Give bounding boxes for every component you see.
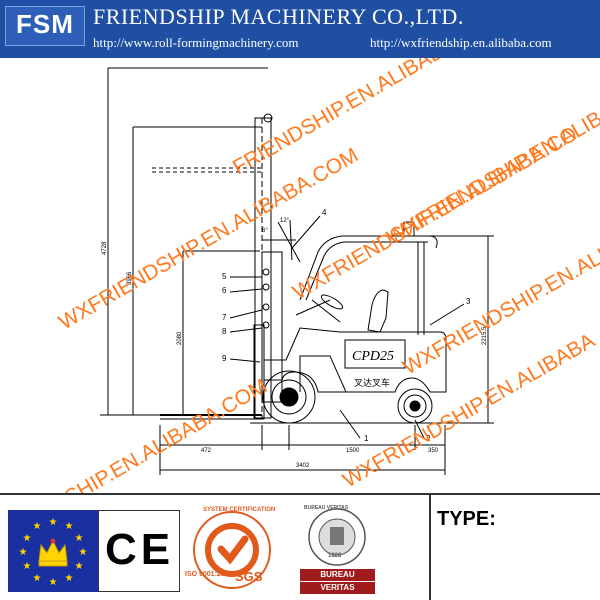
callout-1: 1: [364, 434, 369, 443]
mast-outer: [254, 117, 272, 419]
steering-column: [311, 299, 341, 323]
eu-stars-icon: ★★★ ★★★ ★★★ ★★★: [19, 517, 88, 588]
dim-rear-overhang: 350: [428, 448, 439, 454]
crown-icon: [38, 538, 68, 567]
svg-text:★: ★: [65, 521, 74, 532]
chassis-body: [263, 327, 447, 393]
svg-text:★: ★: [65, 573, 74, 584]
dim-right-height: 2215.5: [482, 326, 488, 345]
bv-line2: VERITAS: [300, 582, 375, 594]
tilt-back: 12°: [280, 218, 290, 224]
alibaba-link[interactable]: http://wxfriendship.en.alibaba.com: [370, 35, 552, 50]
tilt-forward: 6°: [262, 228, 268, 234]
svg-text:★: ★: [49, 577, 58, 588]
bureau-veritas-badge: BUREAU VERITAS 1828 BUREAU VERITAS: [300, 505, 375, 595]
header-banner: FSM FRIENDSHIP MACHINERY CO.,LTD. http:/…: [0, 0, 600, 58]
callout-9: 9: [222, 354, 227, 363]
callout-6: 6: [222, 286, 227, 295]
footer-divider: [0, 493, 600, 495]
dim-guard: 2080: [177, 331, 183, 345]
overhead-guard: [299, 235, 438, 301]
bv-top-text: BUREAU VERITAS: [304, 505, 349, 511]
type-label: TYPE:: [437, 508, 496, 530]
logo-text: FSM: [16, 9, 74, 39]
sgs-name: SGS: [235, 569, 263, 584]
callout-5: 5: [222, 272, 227, 281]
svg-text:★: ★: [75, 533, 84, 544]
svg-text:★: ★: [33, 521, 42, 532]
bv-seal-icon: [308, 508, 366, 566]
forklift-drawing: CPD25 叉达叉车 1 2 3 4 5 6 7 8 9 472 1500 3: [55, 58, 600, 493]
model-plate: CPD25: [352, 349, 394, 364]
dim-overall-length: 3402: [296, 463, 310, 469]
callout-8: 8: [222, 327, 227, 336]
svg-text:★: ★: [19, 547, 28, 558]
steering-wheel: [320, 294, 344, 310]
type-divider: [429, 495, 431, 600]
sgs-iso-text: ISO 9001:2000: [185, 571, 233, 578]
bv-year: 1828: [328, 553, 342, 559]
ce-mark: CE: [105, 525, 175, 574]
website-link[interactable]: http://www.roll-formingmachinery.com: [93, 35, 299, 50]
sgs-badge-title: SYSTEM CERTIFICATION: [203, 507, 276, 513]
callout-7: 7: [222, 313, 227, 322]
svg-text:★: ★: [49, 517, 58, 528]
model-plate-area: [344, 339, 406, 369]
dim-height-total: 4728: [102, 241, 108, 255]
mast-inner: [261, 251, 283, 403]
ce-mark-badge: CE: [98, 510, 180, 592]
dim-front-overhang: 472: [201, 448, 212, 454]
svg-text:★: ★: [23, 533, 32, 544]
brand-plate: 叉达叉车: [354, 377, 390, 389]
svg-text:★: ★: [23, 561, 32, 572]
svg-text:★: ★: [33, 573, 42, 584]
sgs-seal-icon: [193, 511, 271, 589]
callout-3: 3: [466, 297, 471, 306]
svg-text:★: ★: [75, 561, 84, 572]
dim-lift-height: 3966: [127, 271, 133, 285]
company-logo: FSM: [5, 6, 85, 46]
dim-wheelbase: 1500: [346, 448, 360, 454]
watermark-4: WXFRIENDSHIP.EN.ALIBABA.COM: [383, 59, 600, 250]
company-name: FRIENDSHIP MACHINERY CO.,LTD.: [93, 4, 464, 29]
eu-flag-badge: ★★★ ★★★ ★★★ ★★★: [8, 510, 98, 592]
callout-2: 2: [426, 434, 431, 443]
watermark-6: SHIP.EN.ALIBABA.COM: [61, 375, 271, 493]
svg-text:★: ★: [79, 547, 88, 558]
seat: [367, 289, 389, 333]
callout-4: 4: [322, 208, 327, 217]
sgs-certification-badge: SYSTEM CERTIFICATION ISO 9001:2000 SGS: [185, 505, 280, 595]
bv-line1: BUREAU: [300, 569, 375, 581]
